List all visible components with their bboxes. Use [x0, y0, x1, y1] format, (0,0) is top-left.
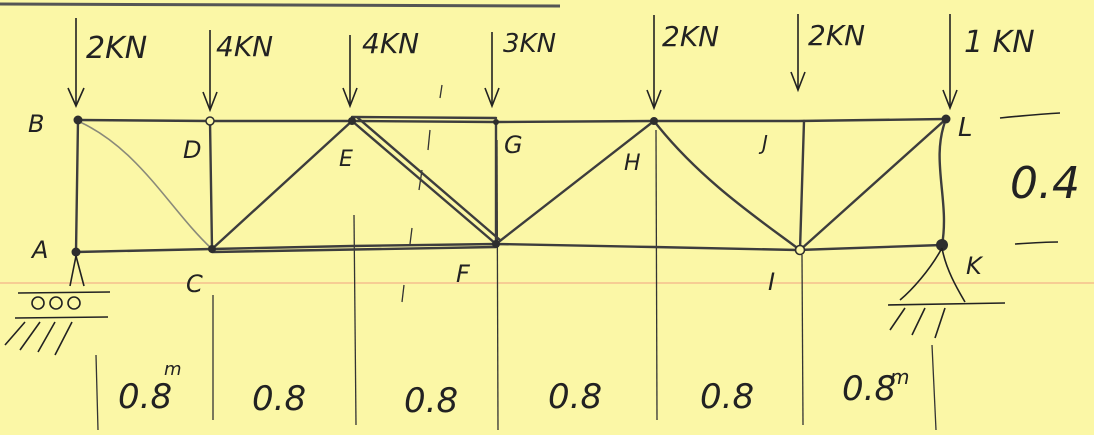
load-label: 2KN [86, 31, 147, 66]
member-CF-double [210, 245, 498, 254]
span-unit-label: m [164, 359, 182, 380]
member-IJ [798, 119, 806, 252]
node-label-I: I [768, 268, 775, 296]
node-F [492, 240, 500, 248]
bottom-chord [74, 242, 944, 254]
roller-icon [31, 296, 45, 310]
load-arrow [646, 15, 662, 111]
load-arrow [484, 32, 500, 109]
tick-mark [409, 227, 413, 245]
node-label-A: A [30, 236, 48, 264]
tick-mark [401, 284, 405, 303]
member-IL [798, 117, 948, 252]
tick-mark [427, 129, 431, 151]
node-label-C: C [186, 270, 203, 298]
node-L [941, 114, 951, 124]
span-label: 0.8 [842, 369, 896, 409]
node-label-H: H [624, 151, 641, 176]
cut-line [95, 354, 99, 431]
height-label: 0.4 [1010, 158, 1080, 209]
roller-icon [49, 296, 63, 310]
node-K [936, 239, 948, 251]
load-arrow [342, 35, 358, 109]
pin-support-K [887, 247, 1006, 339]
member-EF [350, 119, 498, 246]
node-C [208, 245, 216, 253]
load-arrow [790, 14, 806, 93]
node-A [71, 247, 81, 257]
member-KL [938, 117, 948, 247]
load-labels: 2KN 4KN 4KN 3KN 2KN 2KN 1 KN [86, 19, 1035, 66]
node-label-F: F [456, 260, 471, 288]
node-I [794, 244, 806, 256]
roller-icon [67, 296, 81, 310]
member-BC [79, 121, 213, 250]
load-arrows [67, 14, 958, 113]
member-FH [494, 119, 656, 246]
member-AB [74, 118, 80, 254]
member-CE [210, 119, 354, 251]
node-label-K: K [966, 252, 984, 280]
span-label: 0.8 [404, 381, 458, 421]
height-dimension [999, 112, 1061, 245]
node-label-D: D [183, 136, 201, 164]
node-E [348, 117, 356, 125]
node-label-G: G [504, 131, 523, 159]
truss-nodes [71, 114, 951, 257]
member-EF-double [356, 116, 502, 242]
load-label: 2KN [662, 20, 719, 53]
node-label-B: B [28, 110, 44, 138]
span-unit-label: m [890, 365, 909, 389]
node-D [205, 116, 215, 126]
member-EG-double [350, 115, 498, 120]
span-labels: 0.8 m 0.8 0.8 0.8 0.8 0.8 m [118, 359, 909, 421]
cut-line [655, 129, 658, 421]
load-label: 3KN [503, 29, 556, 59]
cut-line [931, 344, 937, 431]
span-label: 0.8 [118, 377, 172, 417]
node-labels: B D E G H J L A C F I K [28, 110, 984, 298]
span-label: 0.8 [700, 377, 754, 417]
member-CD [208, 119, 214, 251]
node-label-E: E [339, 147, 353, 172]
load-arrow [942, 14, 958, 111]
load-label: 1 KN [964, 25, 1035, 60]
load-label: 4KN [362, 27, 419, 60]
cut-line [801, 254, 804, 426]
load-label: 2KN [808, 19, 865, 52]
load-label: 4KN [216, 30, 273, 63]
node-B [73, 115, 83, 125]
span-label: 0.8 [548, 377, 602, 417]
load-arrow [202, 30, 218, 113]
node-label-J: J [758, 131, 768, 155]
node-H [650, 117, 658, 125]
node-label-L: L [958, 113, 973, 143]
load-arrow [67, 18, 85, 108]
span-label: 0.8 [252, 379, 306, 419]
tick-mark [439, 84, 443, 99]
pin-roller-support-A [4, 255, 111, 356]
top-margin-stroke [0, 2, 561, 8]
node-G [493, 119, 499, 125]
member-HI [652, 119, 802, 252]
paper-rules [0, 2, 1094, 284]
